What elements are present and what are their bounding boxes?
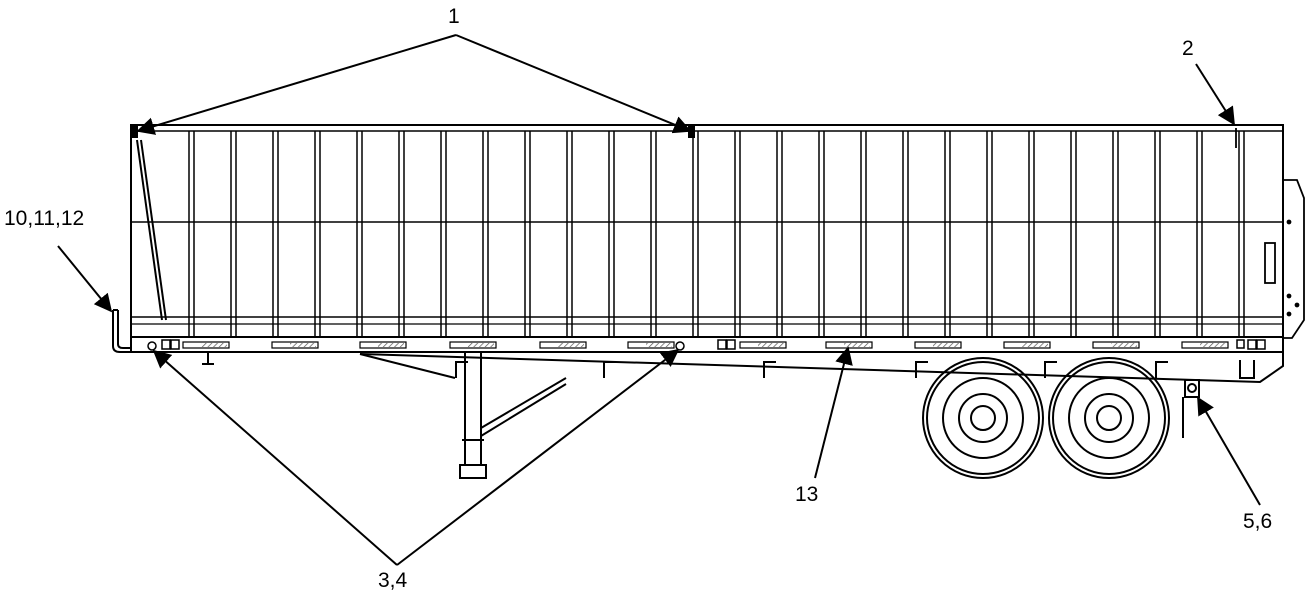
clearance-marker-front	[131, 126, 138, 138]
front-brace	[136, 139, 167, 321]
reflector-hatch	[1111, 343, 1137, 347]
rail-fixtures	[161, 339, 1266, 350]
crossmember-bracket	[455, 361, 468, 378]
front-connectors	[112, 309, 131, 353]
wheel-front	[922, 357, 1044, 479]
rear-door	[1235, 128, 1305, 339]
leader-2	[1195, 63, 1235, 126]
callout-1: 1	[448, 5, 460, 28]
reflector-strip	[1092, 341, 1140, 349]
chassis-frame	[130, 337, 1284, 384]
reflector-strip	[1181, 341, 1229, 349]
kingpin	[202, 352, 214, 365]
rear-lamp-bracket	[1182, 360, 1255, 438]
callout-2: 2	[1182, 37, 1194, 60]
reflector-hatch	[290, 343, 316, 347]
crossmember-bracket	[763, 361, 776, 378]
callout-10-11-12: 10,11,12	[4, 207, 85, 230]
reflector-strip	[914, 341, 962, 349]
side-marker-lamps	[147, 341, 685, 351]
side-panel	[130, 124, 1284, 338]
landing-gear	[459, 352, 567, 479]
vertical-posts	[188, 131, 1245, 337]
callout-3-4: 3,4	[378, 569, 408, 592]
reflector-hatch	[844, 343, 870, 347]
reflector-hatch	[378, 343, 404, 347]
wheel-rear	[1048, 357, 1170, 479]
callout-13: 13	[795, 483, 819, 506]
reflector-hatch	[1022, 343, 1048, 347]
leader-3-4b	[396, 348, 680, 566]
leader-13	[814, 346, 853, 479]
reflector-hatch	[1200, 343, 1226, 347]
leader-3-4a	[152, 349, 398, 566]
reflector-strip	[1003, 341, 1051, 349]
reflector-hatch	[646, 343, 672, 347]
reflector-hatch	[758, 343, 784, 347]
reflector-strip	[627, 341, 675, 349]
leader-10-11-12	[57, 245, 113, 313]
reflector-hatch	[201, 343, 227, 347]
crossmember-bracket	[603, 361, 616, 378]
clearance-marker-mid	[688, 126, 695, 138]
reflector-hatch	[933, 343, 959, 347]
reflector-strips	[182, 341, 1229, 349]
reflector-strip	[739, 341, 787, 349]
leader-5-6	[1197, 396, 1261, 506]
leader-lines	[57, 34, 1261, 566]
reflector-strip	[449, 341, 497, 349]
trailer-body	[130, 124, 1284, 338]
reflector-strip	[271, 341, 319, 349]
leader-1a	[136, 34, 457, 135]
callout-5-6: 5,6	[1243, 510, 1273, 533]
reflector-strip	[359, 341, 407, 349]
reflector-strip	[539, 341, 587, 349]
reflector-hatch	[558, 343, 584, 347]
crossmember-bracket	[1044, 361, 1057, 378]
crossmember-bracket	[1155, 361, 1168, 378]
crossmember-bracket	[915, 361, 928, 378]
reflector-strip	[182, 341, 230, 349]
crossmember-brackets	[455, 361, 1168, 378]
reflector-hatch	[468, 343, 494, 347]
leader-1b	[455, 34, 692, 134]
